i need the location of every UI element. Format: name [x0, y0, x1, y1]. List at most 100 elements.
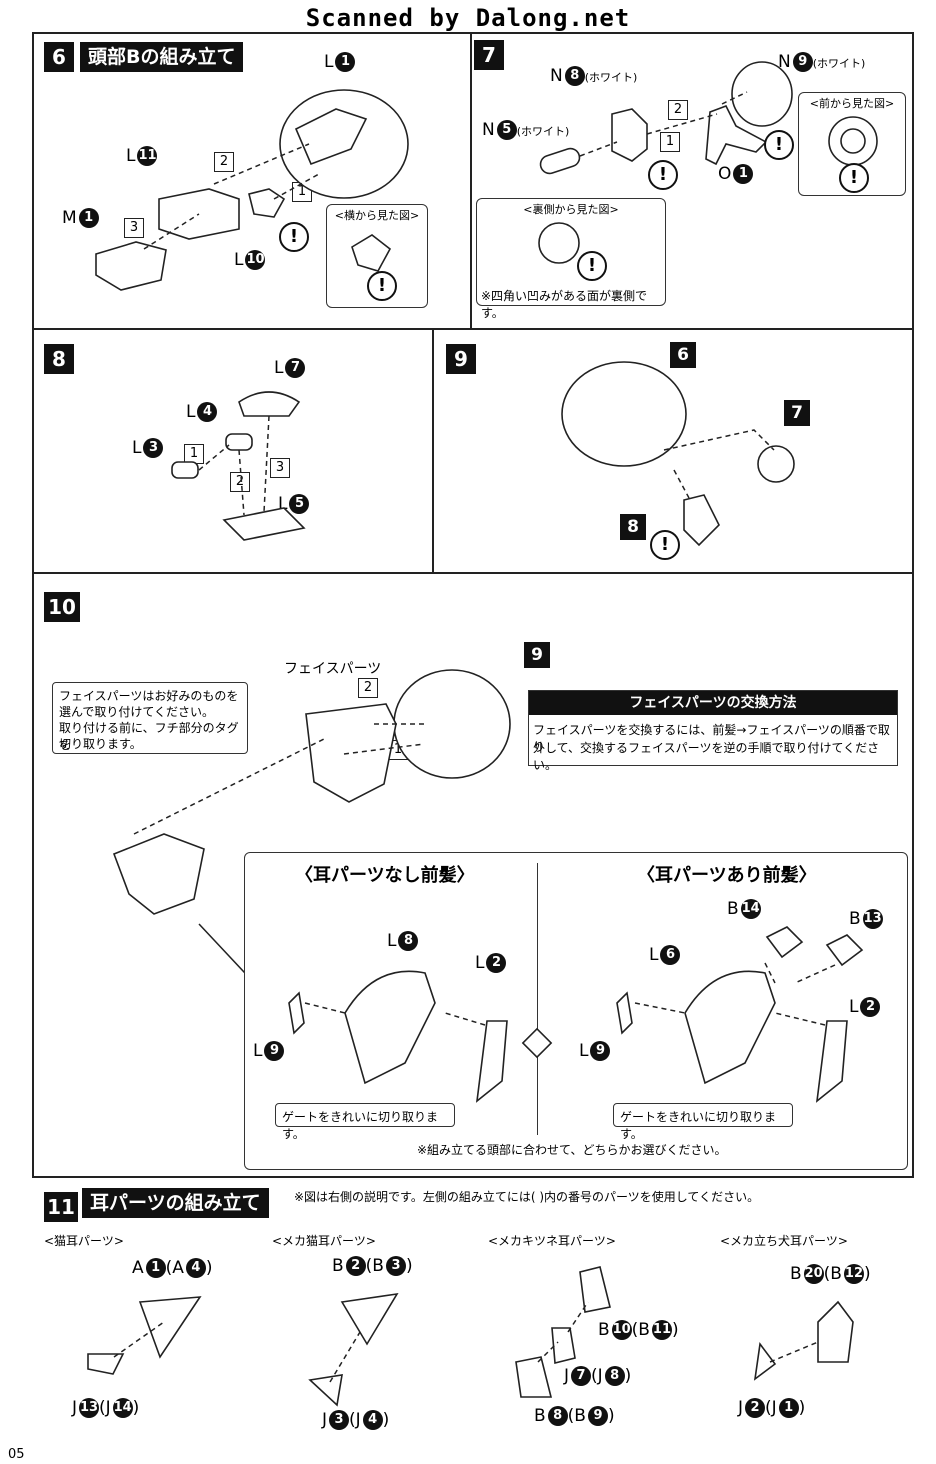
face-note-line: 選んで取り付けてください。: [59, 705, 215, 719]
ref-9: 9: [524, 642, 550, 668]
ear-group-title: <猫耳パーツ>: [44, 1234, 124, 1248]
ref-8: 8: [620, 514, 646, 540]
step11-panel: 11 耳パーツの組み立て ※図は右側の説明です。左側の組み立てには( )内の番号…: [32, 1176, 914, 1440]
step8-illustration: [171, 391, 306, 541]
ear-group-title: <メカキツネ耳パーツ>: [488, 1234, 616, 1248]
step-marker: 1: [184, 444, 204, 464]
step-marker: 2: [214, 152, 234, 172]
step10-panel: 10 フェイスパーツ 9 1 2 フェイスパーツはお好みのものを 選んで取り付け…: [32, 572, 914, 1178]
exchange-body-line: フェイスパーツを交換するには、前髪→フェイスパーツの順番で取り: [533, 723, 890, 754]
step-marker: 2: [668, 100, 688, 120]
step8-number: 8: [44, 344, 74, 374]
back-view-note: ※四角い凹みがある面が裏側です。: [481, 289, 648, 320]
step7-number: 7: [474, 40, 504, 70]
ref-7: 7: [784, 400, 810, 426]
mecha-dog-ear-illustration: [753, 1300, 854, 1381]
caution-icon: !: [367, 271, 397, 301]
no-ear-bangs-title: 〈耳パーツなし前髪〉: [295, 865, 475, 886]
ref-6: 6: [670, 342, 696, 368]
bangs-illustration: [288, 926, 864, 1103]
side-view-illustration: [351, 234, 392, 272]
caution-icon: !: [648, 160, 678, 190]
front-view-title: <前から見た図>: [809, 97, 895, 110]
ear-group-title: <メカ立ち犬耳パーツ>: [720, 1234, 848, 1248]
choose-note: ※組み立てる頭部に合わせて、どちらかお選びください。: [417, 1143, 727, 1157]
back-view-illustration: [538, 222, 580, 264]
face-label: フェイスパーツ: [284, 661, 382, 677]
step6-illustration: [95, 89, 409, 291]
back-view-box: <裏側から見た図> ! ※四角い凹みがある面が裏側です。: [476, 198, 666, 320]
step-marker: 1: [660, 132, 680, 152]
caution-icon: !: [764, 130, 794, 160]
mecha-fox-ear-illustration: [515, 1266, 611, 1398]
cat-ear-illustration: [87, 1296, 202, 1375]
step6-number: 6: [44, 42, 74, 72]
step7-illustration: [539, 61, 793, 175]
face-note-line: フェイスパーツはお好みのものを: [59, 689, 239, 703]
page-number: 05: [8, 1447, 25, 1462]
step-marker: 3: [270, 458, 290, 478]
watermark: Scanned by Dalong.net: [305, 4, 631, 32]
exchange-box: フェイスパーツの交換方法 フェイスパーツを交換するには、前髪→フェイスパーツの順…: [528, 690, 898, 772]
divider: [537, 863, 538, 1135]
gate-note-left: ゲートをきれいに切り取ります。: [275, 1103, 455, 1141]
step11-title: 耳パーツの組み立て: [82, 1188, 269, 1218]
ear-bangs-title: 〈耳パーツあり前髪〉: [637, 865, 817, 886]
caution-icon: !: [279, 222, 309, 252]
exchange-body-line: 外して、交換するフェイスパーツを逆の手順で取り付けてください。: [533, 741, 880, 772]
step11-number: 11: [44, 1192, 78, 1222]
step9-illustration: [561, 361, 795, 547]
step10-illustration: [112, 669, 511, 1005]
caution-icon: !: [577, 251, 607, 281]
mecha-cat-ear-illustration: [308, 1292, 399, 1407]
ear-group-title: <メカ猫耳パーツ>: [272, 1234, 376, 1248]
side-view-title: <横から見た図>: [334, 209, 420, 222]
face-note-line: 切り取ります。: [59, 737, 142, 751]
front-view-illustration: [828, 116, 878, 166]
step11-note: ※図は右側の説明です。左側の組み立てには( )内の番号のパーツを使用してください…: [294, 1190, 760, 1204]
front-view-box: <前から見た図> !: [798, 92, 906, 196]
exchange-title: フェイスパーツの交換方法: [529, 691, 897, 715]
step10-number: 10: [44, 592, 80, 622]
face-note-box: フェイスパーツはお好みのものを 選んで取り付けてください。 取り付ける前に、フチ…: [52, 682, 248, 754]
face-note-line: 取り付ける前に、フチ部分のタグを: [59, 721, 239, 752]
caution-icon: !: [839, 163, 869, 193]
gate-note-right: ゲートをきれいに切り取ります。: [613, 1103, 793, 1141]
step6-title: 頭部Bの組み立て: [80, 42, 244, 72]
step9-panel: 9 6 7 8 !: [432, 328, 914, 574]
